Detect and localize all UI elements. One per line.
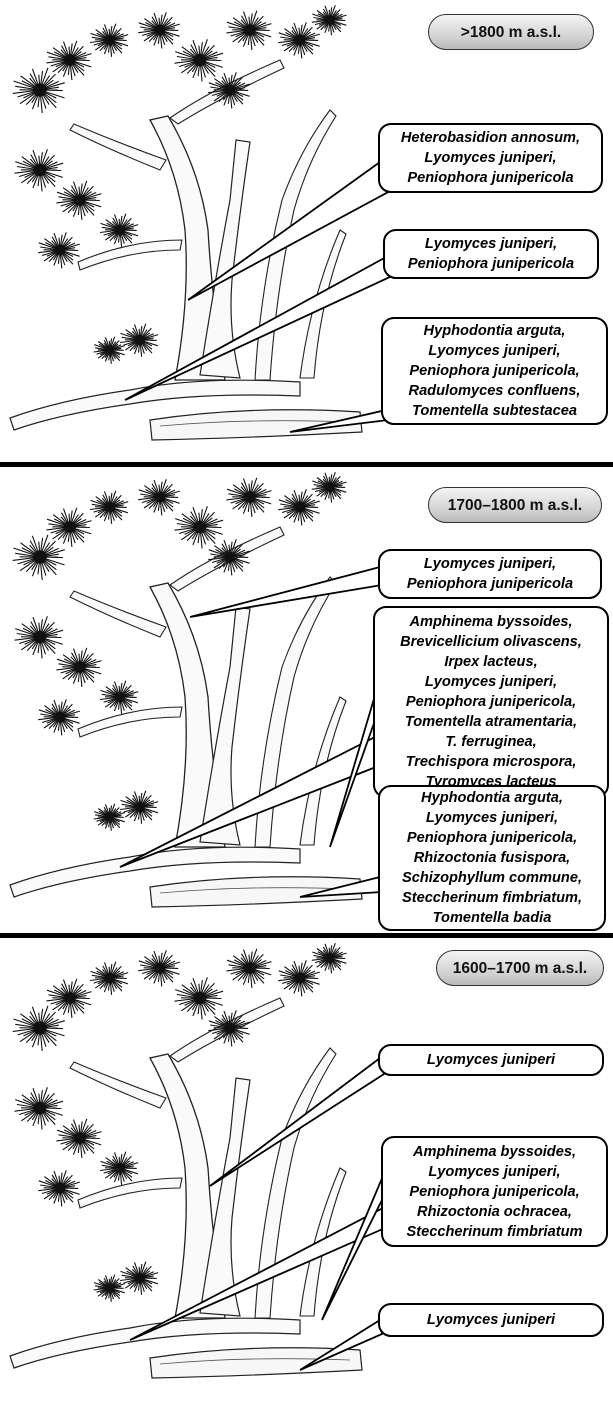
left-branch bbox=[78, 1178, 182, 1208]
foliage-cluster bbox=[278, 22, 320, 58]
species-line: T. ferruginea, bbox=[445, 732, 536, 752]
species-line: Lyomyces juniperi, bbox=[428, 1162, 560, 1182]
foliage-cluster bbox=[100, 681, 138, 714]
left-branch bbox=[70, 124, 166, 170]
species-line: Tomentella atramentaria, bbox=[405, 712, 577, 732]
species-line: Tomentella badia bbox=[433, 908, 552, 928]
fungi-box-deadwood: Hyphodontia arguta, Lyomyces juniperi, P… bbox=[378, 785, 606, 931]
species-line: Lyomyces juniperi, bbox=[425, 672, 557, 692]
elevation-label: 1700–1800 m a.s.l. bbox=[428, 487, 602, 523]
foliage-cluster bbox=[46, 41, 91, 80]
foliage-cluster bbox=[120, 324, 158, 357]
foliage-cluster bbox=[312, 943, 347, 973]
species-line: Lyomyces juniperi, bbox=[426, 808, 558, 828]
foliage-cluster bbox=[56, 1119, 101, 1158]
elevation-label: 1600–1700 m a.s.l. bbox=[436, 950, 604, 986]
foliage-cluster bbox=[278, 960, 320, 996]
fungi-box-deadwood: Hyphodontia arguta, Lyomyces juniperi, P… bbox=[381, 317, 608, 425]
species-line: Rhizoctonia ochracea, bbox=[417, 1202, 572, 1222]
species-line: Peniophora junipericola, bbox=[407, 828, 577, 848]
foliage-cluster bbox=[56, 648, 101, 687]
elevation-label: >1800 m a.s.l. bbox=[428, 14, 594, 50]
foliage-cluster bbox=[175, 977, 224, 1019]
left-branch bbox=[70, 1062, 166, 1108]
foliage-cluster bbox=[56, 181, 101, 220]
foliage-cluster bbox=[312, 5, 347, 35]
species-line: Schizophyllum commune, bbox=[402, 868, 582, 888]
species-line: Heterobasidion annosum, bbox=[401, 128, 580, 148]
species-line: Hyphodontia arguta, bbox=[421, 788, 563, 808]
species-line: Irpex lacteus, bbox=[444, 652, 537, 672]
fungi-box-branch: Amphinema byssoides, Brevicellicium oliv… bbox=[373, 606, 609, 798]
foliage-cluster bbox=[94, 337, 125, 364]
foliage-cluster bbox=[138, 12, 180, 48]
panel-elevation-1800-plus: >1800 m a.s.l. Heterobasidion annosum, L… bbox=[0, 0, 613, 462]
species-line: Trechispora microspora, bbox=[406, 752, 577, 772]
fungi-box-branch: Lyomyces juniperi, Peniophora juniperico… bbox=[383, 229, 599, 279]
left-branch bbox=[70, 591, 166, 637]
foliage-cluster bbox=[226, 11, 271, 50]
species-line: Lyomyces juniperi bbox=[427, 1310, 555, 1330]
foliage-cluster bbox=[13, 1006, 65, 1051]
species-line: Peniophora junipericola bbox=[408, 254, 574, 274]
species-line: Rhizoctonia fusispora, bbox=[414, 848, 571, 868]
left-branch bbox=[78, 240, 182, 270]
foliage-cluster bbox=[120, 1262, 158, 1295]
foliage-cluster bbox=[312, 472, 347, 502]
foliage-cluster bbox=[38, 232, 80, 268]
panel-elevation-1700-1800: 1700–1800 m a.s.l. Lyomyces juniperi, Pe… bbox=[0, 467, 613, 933]
species-line: Tomentella subtestacea bbox=[412, 401, 577, 421]
foliage-cluster bbox=[226, 478, 271, 517]
species-line: Lyomyces juniperi, bbox=[424, 554, 556, 574]
species-line: Brevicellicium olivascens, bbox=[400, 632, 582, 652]
foliage-cluster bbox=[138, 479, 180, 515]
species-line: Peniophora junipericola bbox=[407, 574, 573, 594]
foliage-cluster bbox=[138, 950, 180, 986]
foliage-cluster bbox=[90, 491, 128, 524]
foliage-cluster bbox=[13, 535, 65, 580]
species-line: Peniophora junipericola, bbox=[406, 692, 576, 712]
left-branch bbox=[78, 707, 182, 737]
species-line: Hyphodontia arguta, bbox=[424, 321, 566, 341]
species-line: Lyomyces juniperi bbox=[427, 1050, 555, 1070]
fungi-box-branch: Amphinema byssoides, Lyomyces juniperi, … bbox=[381, 1136, 608, 1247]
panel-elevation-1600-1700: 1600–1700 m a.s.l. Lyomyces juniperi Amp… bbox=[0, 938, 613, 1403]
foliage-cluster bbox=[15, 616, 64, 658]
foliage-cluster bbox=[15, 149, 64, 191]
foliage-cluster bbox=[100, 214, 138, 247]
species-line: Amphinema byssoides, bbox=[413, 1142, 576, 1162]
foliage-cluster bbox=[278, 489, 320, 525]
species-line: Lyomyces juniperi, bbox=[424, 148, 556, 168]
fungi-box-trunk: Lyomyces juniperi bbox=[378, 1044, 604, 1076]
foliage-cluster bbox=[100, 1152, 138, 1185]
foliage-cluster bbox=[226, 949, 271, 988]
foliage-cluster bbox=[175, 506, 224, 548]
species-line: Peniophora junipericola, bbox=[409, 1182, 579, 1202]
species-line: Peniophora junipericola bbox=[407, 168, 573, 188]
foliage-cluster bbox=[38, 699, 80, 735]
species-line: Radulomyces confluens, bbox=[409, 381, 581, 401]
species-line: Steccherinum fimbriatum, bbox=[402, 888, 582, 908]
foliage-cluster bbox=[46, 508, 91, 547]
fungi-box-deadwood: Lyomyces juniperi bbox=[378, 1303, 604, 1337]
foliage-cluster bbox=[15, 1087, 64, 1129]
foliage-cluster bbox=[90, 24, 128, 57]
species-line: Amphinema byssoides, bbox=[409, 612, 572, 632]
fungi-box-trunk: Heterobasidion annosum, Lyomyces juniper… bbox=[378, 123, 603, 193]
foliage-cluster bbox=[120, 791, 158, 824]
species-line: Steccherinum fimbriatum bbox=[407, 1222, 583, 1242]
foliage-cluster bbox=[38, 1170, 80, 1206]
species-line: Lyomyces juniperi, bbox=[428, 341, 560, 361]
foliage-cluster bbox=[13, 68, 65, 113]
fungi-box-trunk: Lyomyces juniperi, Peniophora juniperico… bbox=[378, 549, 602, 599]
species-line: Peniophora junipericola, bbox=[409, 361, 579, 381]
foliage-cluster bbox=[94, 1275, 125, 1302]
foliage-cluster bbox=[175, 39, 224, 81]
foliage-cluster bbox=[94, 804, 125, 831]
foliage-cluster bbox=[46, 979, 91, 1018]
callout-pointer bbox=[190, 567, 382, 617]
foliage-cluster bbox=[90, 962, 128, 995]
species-line: Lyomyces juniperi, bbox=[425, 234, 557, 254]
